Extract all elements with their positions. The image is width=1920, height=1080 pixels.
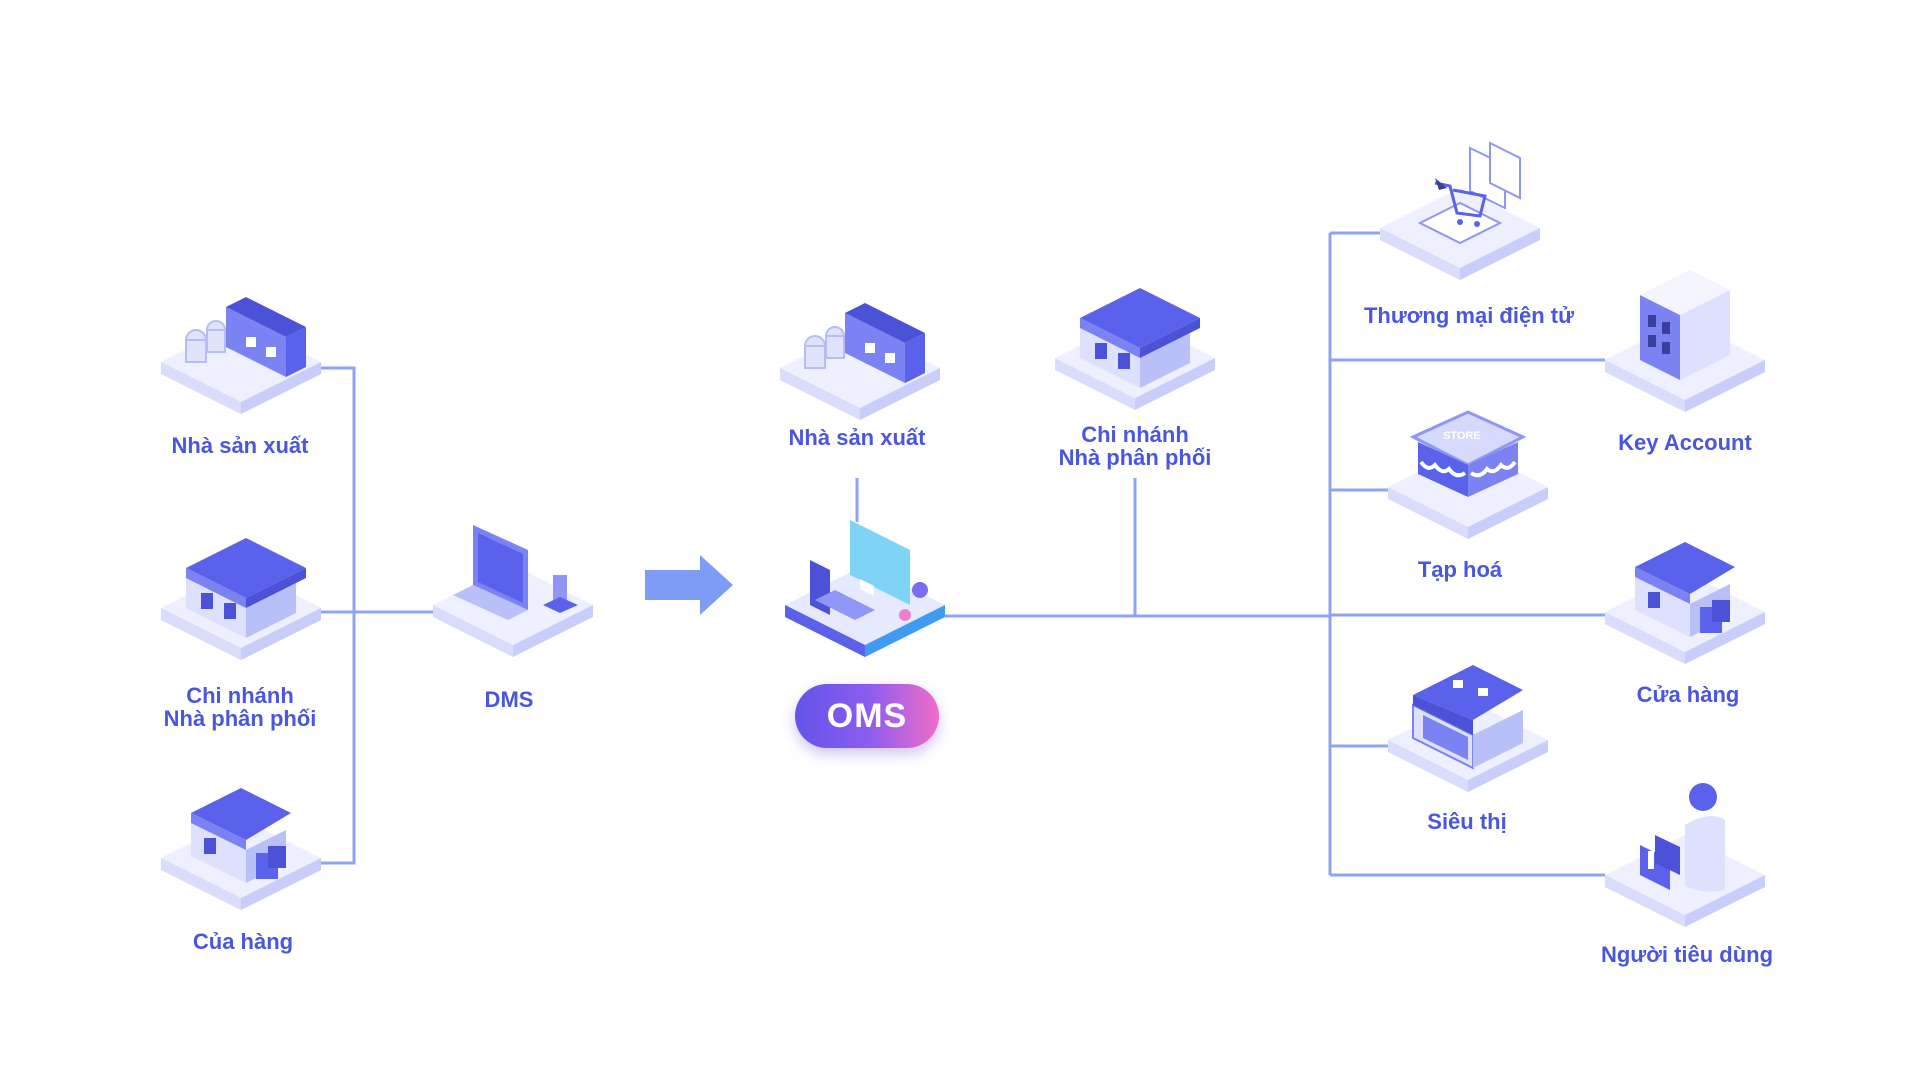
consumer-label: Người tiêu dùng [1600,942,1774,967]
center-manufacturer-label: Nhà sản xuất [788,425,926,450]
shopping-cart-icon [1380,141,1540,280]
left-store-label: Của hàng [192,929,294,954]
right-store-node [1600,512,1770,672]
dms-node [428,505,598,665]
ecommerce-label: Thương mại điện tử [1363,303,1575,328]
oms-platform-node [780,505,950,665]
grocery-label: Tạp hoá [1417,557,1503,582]
store-sign-text: STORE [1443,430,1481,442]
factory-icon [161,297,321,414]
center-branch-label-line2: Nhà phân phối [1058,445,1212,470]
supermarket-icon [1388,665,1548,792]
key-account-label: Key Account [1618,430,1752,455]
center-branch-label-line1: Chi nhánh [1081,422,1189,447]
supermarket-label: Siêu thị [1427,809,1507,834]
center-factory-node [775,268,945,428]
shop-icon [1605,542,1765,664]
center-branch-label: Chi nhánh Nhà phân phối [1059,423,1212,469]
grocery-store-icon: STORE [1388,410,1548,539]
laptop-icon [433,525,593,657]
left-branch-label-line2: Nhà phân phối [163,706,317,731]
oms-badge: OMS [795,684,939,748]
warehouse-icon [1055,288,1215,410]
arrow-right-icon [645,555,733,615]
shop-icon [161,788,321,910]
supermarket-node [1383,640,1553,800]
left-bracket-line [320,366,356,865]
consumer-icon [1605,783,1765,927]
ecommerce-node [1375,128,1545,288]
warehouse-icon [161,538,321,660]
factory-icon [780,303,940,420]
left-store-node [156,758,326,918]
left-branch-node [156,508,326,668]
key-account-node [1600,260,1770,420]
left-branch-label: Chi nhánh Nhà phân phối [164,684,317,730]
grocery-node: STORE [1383,387,1553,547]
left-manufacturer-label: Nhà sản xuất [171,433,309,458]
consumer-node [1600,775,1770,935]
center-branch-node [1050,258,1220,418]
building-icon [1605,270,1765,412]
right-store-label: Cửa hàng [1636,682,1740,707]
oms-platform-icon [785,520,945,657]
left-factory-node [156,262,326,422]
left-branch-label-line1: Chi nhánh [186,683,294,708]
dms-label: DMS [484,687,534,712]
